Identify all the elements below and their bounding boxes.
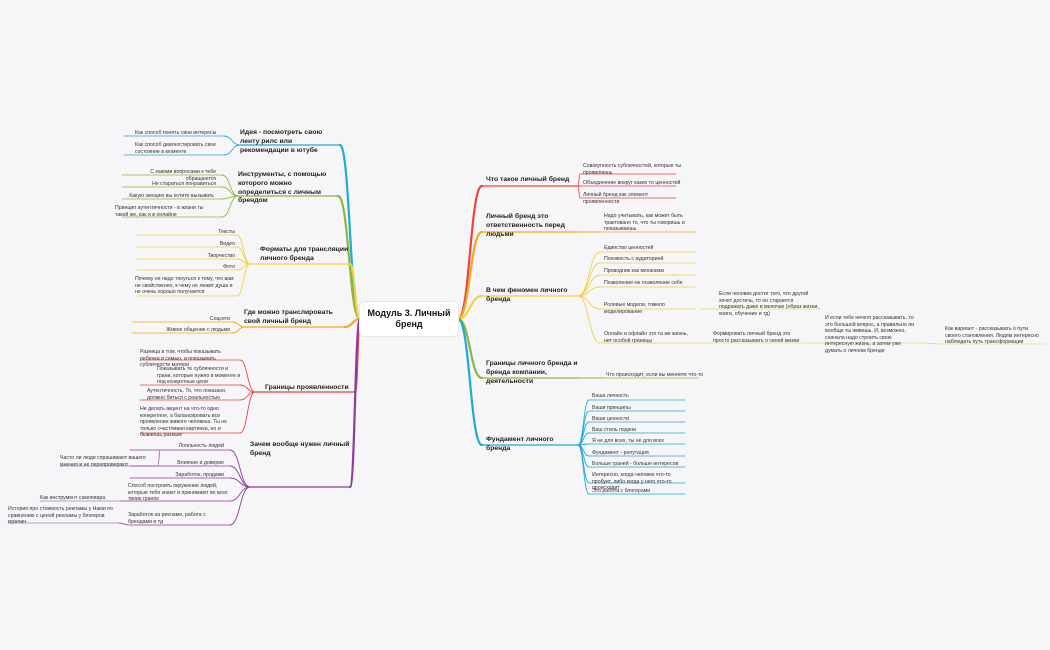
connector-right-2-5 xyxy=(577,295,601,344)
node-consider-interpretation[interactable]: Надо учитывать, как может быть трактован… xyxy=(604,213,685,232)
branch-visibility-bounds[interactable]: Границы проявленности xyxy=(265,384,349,391)
connector-deep-r3 xyxy=(919,342,943,345)
connector-right-0 xyxy=(456,184,484,321)
node-ad-price-story[interactable]: История про стоимость рекламы у Нами по … xyxy=(8,506,113,525)
node-show-facets[interactable]: Показывать те субличности и грани, котор… xyxy=(157,366,241,385)
node-tell-about-life[interactable]: Формировать личный бренд это просто расс… xyxy=(713,331,800,344)
connector-right-0-2 xyxy=(577,185,581,199)
branch-boundaries-company[interactable]: Границы личного бренда и бренда компании… xyxy=(486,360,578,385)
node-dont-please[interactable]: Не стараться понравиться xyxy=(152,181,216,187)
node-style[interactable]: Ваш стиль подачи xyxy=(592,427,636,433)
node-transformation-path[interactable]: Как вариант - рассказывать о пути своего… xyxy=(945,326,1039,345)
branch-tools[interactable]: Инструменты, с помощью которого можно оп… xyxy=(238,171,327,205)
node-opinion-asked[interactable]: Часто ли люди спрашивают вашего мнения и… xyxy=(60,455,146,468)
connector-left-4-3 xyxy=(239,391,256,434)
node-online-offline[interactable]: Онлайн и офлайн это та же жизнь, нет осо… xyxy=(604,331,688,344)
node-influence-trust[interactable]: Влияние и доверие xyxy=(177,460,224,466)
node-diagnose-state[interactable]: Как способ диагностировать свое состояни… xyxy=(135,142,216,155)
connector-left-2 xyxy=(348,262,362,321)
connector-right-2-3 xyxy=(577,286,601,297)
connector-right-4 xyxy=(456,317,484,447)
connector-right-2 xyxy=(456,294,484,321)
branch-why-needed[interactable]: Зачем вообще нужен личный бренд xyxy=(250,441,350,457)
node-authenticity-principle[interactable]: Принцип аутентичности - в жизни ты такой… xyxy=(115,205,204,218)
node-creativity[interactable]: Творчество xyxy=(207,253,235,259)
connector-left-0-0 xyxy=(223,135,241,146)
node-photo[interactable]: Фото xyxy=(223,264,235,270)
connector-left-0-1 xyxy=(223,144,241,156)
connector-left-5-3 xyxy=(229,486,251,502)
node-child-family[interactable]: Разница в том, чтобы показывать ребенка … xyxy=(140,349,222,368)
connector-left-3 xyxy=(343,317,362,329)
node-values-union[interactable]: Объединение вокруг каких то ценностей xyxy=(583,180,681,186)
node-environment[interactable]: Способ построить окружение людей, которы… xyxy=(128,483,228,502)
node-permission[interactable]: Позволение-не позволение себе xyxy=(604,280,683,286)
connector-left-2-4 xyxy=(236,263,251,297)
node-bloggers[interactable]: Это работа с блогерами xyxy=(592,488,651,494)
connector-deep-l2 xyxy=(117,522,131,526)
node-personality[interactable]: Ваша личность xyxy=(592,393,629,399)
connector-left-4-0 xyxy=(239,359,256,393)
node-principles[interactable]: Ваши принципы xyxy=(592,405,631,411)
node-earnings-sales[interactable]: Заработок, продажи xyxy=(175,472,224,478)
connector-left-0 xyxy=(338,143,362,321)
node-video[interactable]: Видео xyxy=(219,241,235,247)
node-not-natural[interactable]: Почему не надо тянуться к тому, что вам … xyxy=(135,276,234,295)
branch-phenomenon[interactable]: В чем феномен личного бренда xyxy=(486,287,568,303)
node-texts[interactable]: Тексты xyxy=(218,229,235,235)
branch-responsibility[interactable]: Личный бренд это ответственность перед л… xyxy=(486,213,565,238)
connector-left-5-0 xyxy=(229,449,251,488)
node-tries-something[interactable]: Интересно, когда человек что-то пробует,… xyxy=(592,472,672,491)
connector-left-3-1 xyxy=(231,326,246,334)
node-social-networks[interactable]: Соцсети xyxy=(209,316,230,322)
node-role-model-imitation[interactable]: Если человек достиг того, что другой хоч… xyxy=(719,291,819,317)
connector-left-5-4 xyxy=(229,486,251,526)
connector-left-1-3 xyxy=(221,195,239,218)
node-emotion[interactable]: Какую эмоцию вы хотите вызывать xyxy=(129,193,214,199)
connector-right-4-8 xyxy=(577,444,590,495)
branch-formats[interactable]: Форматы для трансляции личного бренда xyxy=(260,246,349,262)
node-unity-values[interactable]: Единство ценностей xyxy=(604,245,654,251)
node-more-facets[interactable]: Больше граней - больше интересов xyxy=(592,461,679,467)
root-node[interactable]: Модуль 3. Личный бренд xyxy=(360,302,458,336)
node-audience-similarity[interactable]: Похожесть с аудиторией xyxy=(604,256,664,262)
node-not-for-everyone[interactable]: Я не для всех, ты не для всех xyxy=(592,438,664,444)
node-loyalty[interactable]: Лояльность людей xyxy=(178,443,224,449)
node-balance[interactable]: Не делать акцент на что-то одно конкретн… xyxy=(140,406,228,438)
connector-right-0-0 xyxy=(577,173,581,187)
connector-right-2-1 xyxy=(577,262,601,297)
connector-right-1 xyxy=(456,230,484,321)
node-interesting-life[interactable]: И если тебе нечего рассказывать, то это … xyxy=(825,315,915,354)
node-advertising[interactable]: Заработок на рекламе, работа с брендами … xyxy=(128,512,206,525)
branch-reels-idea[interactable]: Идея - посмотреть свою ленту рилс или ре… xyxy=(240,129,323,154)
node-authenticity[interactable]: Аутентичность. То, что показано, должно … xyxy=(147,388,227,401)
connector-left-1-0 xyxy=(221,174,239,197)
branch-foundation[interactable]: Фундамент личного бренда xyxy=(486,436,554,452)
node-role-models[interactable]: Ролевые модели, тяжело моделирование xyxy=(604,302,665,315)
node-values[interactable]: Ваши ценности xyxy=(592,416,630,422)
node-questions[interactable]: С какими вопросами к тебе обращаются xyxy=(150,169,216,182)
node-live-communication[interactable]: Живое общение с людьми xyxy=(166,327,230,333)
connector-left-5 xyxy=(348,317,362,489)
node-understand-interests[interactable]: Как способ понять свои интересы xyxy=(135,130,217,136)
connector-left-5-2 xyxy=(229,477,251,488)
branch-where-broadcast[interactable]: Где можно транслировать свой личный брен… xyxy=(244,309,333,325)
node-reputation[interactable]: Фундамент - репутация xyxy=(592,450,649,456)
node-subpersonalities[interactable]: Совокупность субличностей, которые ты пр… xyxy=(583,163,682,176)
node-conductor[interactable]: Проводник как механизм xyxy=(604,268,664,274)
connector-deep-l0 xyxy=(157,449,161,467)
branch-what-is-brand[interactable]: Что такое личный бренд xyxy=(486,176,570,183)
node-visibility-element[interactable]: Личный бренд как элемент проявленности xyxy=(583,192,649,205)
connector-right-3 xyxy=(456,317,484,380)
node-change-something[interactable]: Что происходит, если вы меняете что-то xyxy=(606,372,704,378)
node-self-pr[interactable]: Как инструмент самопиара xyxy=(40,495,106,501)
